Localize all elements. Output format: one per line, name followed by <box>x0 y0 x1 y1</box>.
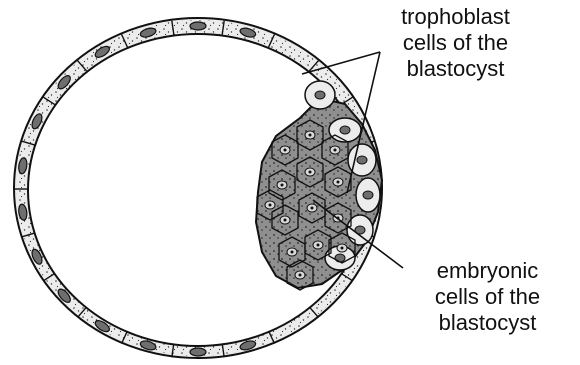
trophoblast-nucleus <box>340 126 350 134</box>
trophoblast-nucleus <box>363 191 373 199</box>
trophoblast-label-line-1: trophoblast <box>368 4 543 30</box>
embryonic-nucleolus <box>269 204 272 207</box>
embryonic-nucleolus <box>317 244 320 247</box>
embryonic-nucleolus <box>284 219 287 222</box>
embryonic-nucleolus <box>291 251 294 254</box>
embryonic-nucleolus <box>309 171 312 174</box>
embryonic-nucleolus <box>337 181 340 184</box>
embryonic-nucleolus <box>341 247 344 250</box>
embryonic-nucleolus <box>309 134 312 137</box>
trophoblast-nucleus <box>357 156 367 164</box>
trophoblast-nucleus <box>315 91 325 99</box>
embryonic-nucleolus <box>334 149 337 152</box>
trophoblast-nucleus <box>190 22 206 30</box>
trophoblast-label: trophoblast cells of the blastocyst <box>368 4 543 82</box>
embryonic-nucleolus <box>299 274 302 277</box>
trophoblast-nucleus <box>335 254 345 262</box>
embryonic-label-line-2: cells of the <box>400 284 575 310</box>
trophoblast-nucleus <box>190 348 206 356</box>
embryonic-nucleolus <box>311 207 314 210</box>
embryonic-nucleolus <box>284 149 287 152</box>
embryonic-label: embryonic cells of the blastocyst <box>400 258 575 336</box>
trophoblast-label-line-3: blastocyst <box>368 56 543 82</box>
trophoblast-label-line-2: cells of the <box>368 30 543 56</box>
embryonic-label-line-3: blastocyst <box>400 310 575 336</box>
embryonic-nucleolus <box>281 184 284 187</box>
embryonic-label-line-1: embryonic <box>400 258 575 284</box>
